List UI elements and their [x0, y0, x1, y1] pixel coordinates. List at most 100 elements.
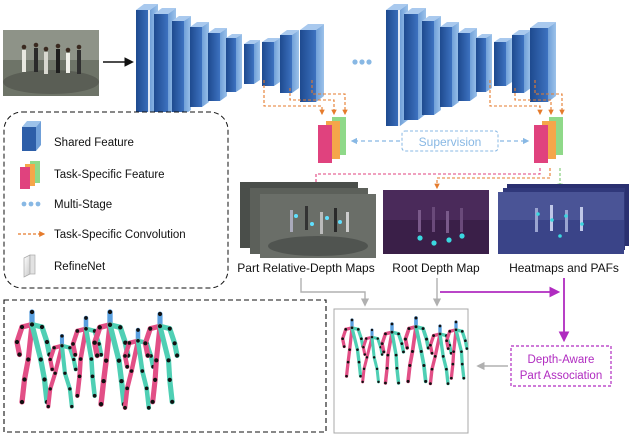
skeleton-joint — [153, 377, 158, 382]
skeleton-limb — [75, 374, 82, 399]
skeleton-joint — [118, 325, 123, 330]
skeleton-joint — [350, 326, 354, 330]
task-feature-stack-2 — [534, 117, 563, 163]
skeleton-joint — [125, 386, 130, 391]
skeleton-joint — [446, 382, 450, 385]
skeleton-joint — [172, 341, 177, 346]
skeleton-joint — [92, 340, 97, 345]
skeleton-joint — [90, 374, 95, 379]
skeleton-limb — [157, 323, 172, 363]
skeleton-joint — [150, 399, 155, 404]
skeleton-joint — [370, 328, 374, 332]
skeleton-joint — [107, 322, 113, 327]
association-arrows — [440, 278, 570, 343]
skeleton-limb — [70, 328, 80, 347]
skeleton-joint — [77, 374, 82, 379]
skeleton-limb — [19, 376, 28, 405]
skeleton-limb — [122, 386, 130, 411]
skeleton-joint — [462, 376, 466, 380]
skeleton-limb — [89, 356, 95, 379]
skeleton-limb — [59, 343, 67, 376]
skeleton-joint — [384, 381, 387, 385]
skeleton-joint — [148, 326, 153, 331]
skeleton-joint — [98, 401, 104, 407]
part-depth-maps — [240, 182, 376, 258]
skeleton-limb — [21, 356, 31, 383]
map-down-arrows — [300, 278, 442, 307]
input-image — [3, 30, 99, 96]
skeleton-joint — [375, 367, 379, 371]
skeleton-limb — [167, 377, 175, 405]
shared-feature-block — [280, 30, 299, 93]
skeleton-joint — [101, 378, 106, 384]
skeleton-limb — [375, 367, 380, 384]
skeleton-joint — [136, 328, 140, 332]
skeleton-limb — [421, 326, 429, 341]
skeleton-joint — [75, 329, 80, 333]
skeleton-joint — [53, 371, 57, 375]
skeleton-joint — [460, 362, 464, 366]
skeleton-limb — [38, 356, 48, 383]
skeleton-limb — [344, 360, 350, 378]
skeleton-joint — [390, 330, 394, 334]
skeleton-joint — [154, 358, 159, 363]
skeleton-limb — [135, 338, 145, 374]
shared-feature-block — [244, 40, 260, 84]
skeleton-joint — [465, 347, 469, 350]
skeleton-limb — [428, 333, 436, 347]
skeleton-limb — [357, 360, 363, 378]
skeleton-joint — [356, 328, 360, 331]
skeleton-joint — [380, 353, 384, 356]
skeleton-joint — [370, 335, 374, 339]
skeleton-limb — [48, 371, 58, 391]
skeleton-joint — [460, 350, 463, 353]
skeleton-limb — [142, 326, 153, 346]
skeleton-joint — [29, 322, 35, 327]
skeleton-joint — [386, 353, 390, 357]
legend-task-label: Task-Specific Feature — [54, 169, 165, 181]
legend-refinenet-label: RefineNet — [54, 261, 106, 273]
depth-aware-association: Depth-Aware Part Association — [510, 345, 612, 387]
skeleton-limb — [167, 326, 178, 346]
skeleton-joint — [19, 399, 25, 405]
skeleton-limb — [83, 326, 94, 362]
skeleton-joint — [167, 377, 172, 382]
skeleton-joint — [361, 380, 364, 384]
legend-multistage-icon — [21, 201, 41, 207]
skeleton-limb — [67, 386, 74, 409]
skeleton-joint — [430, 351, 434, 355]
skeleton-joint — [365, 356, 369, 359]
multi-stage-dots — [352, 59, 372, 65]
skeleton-joint — [385, 366, 389, 370]
skeleton-joint — [357, 360, 361, 364]
skeleton-joint — [341, 337, 344, 341]
skeleton-joint — [449, 376, 453, 380]
shared-feature-block — [458, 28, 477, 101]
skeleton-joint — [123, 405, 127, 410]
task-conv-lines-stage2 — [489, 80, 565, 116]
skeleton-joint — [346, 360, 350, 364]
skeleton-limb — [396, 332, 404, 346]
skeleton-joint — [73, 352, 78, 357]
skeleton-joint — [356, 348, 359, 351]
legend-shared-icon — [22, 121, 41, 151]
heatmaps-pafs — [498, 184, 629, 254]
skeleton-joint — [363, 353, 367, 356]
skeleton-limb — [29, 321, 44, 363]
skeleton-joint — [84, 316, 88, 320]
skeleton-joint — [451, 362, 455, 366]
skeleton-limb — [422, 363, 428, 384]
skeleton-joint — [157, 324, 163, 329]
skeleton-joint — [425, 337, 429, 341]
skeleton-limb — [403, 326, 411, 341]
skeleton-joint — [46, 404, 50, 409]
skeleton-joint — [342, 345, 346, 348]
skeleton-limb — [90, 374, 97, 399]
skeleton-joint — [14, 339, 20, 345]
skeleton-joint — [445, 339, 448, 343]
skeleton-joint — [19, 324, 25, 330]
skeleton-joint — [166, 358, 171, 363]
skeleton-limb — [152, 357, 159, 383]
skeleton-joint — [377, 380, 380, 384]
legend-multistage-label: Multi-Stage — [54, 199, 112, 211]
